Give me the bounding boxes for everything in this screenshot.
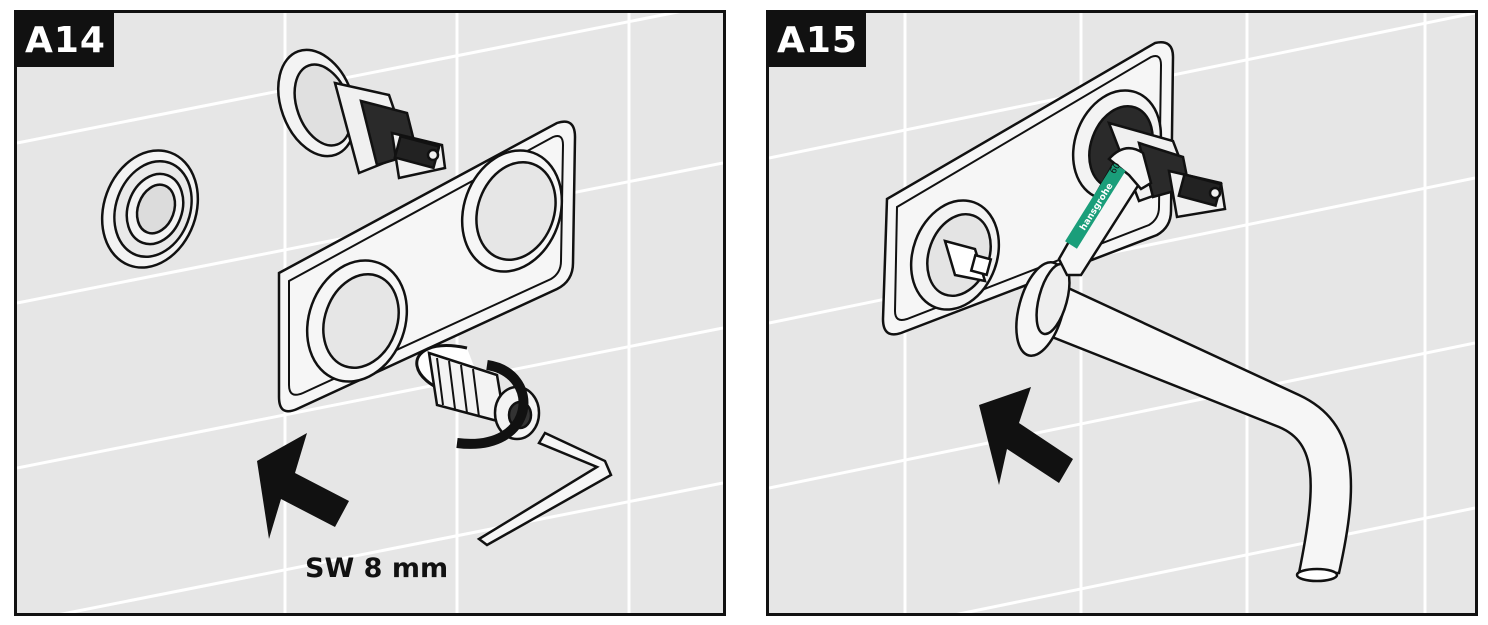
hex-key: [476, 431, 613, 547]
a14-illustration: [17, 13, 723, 613]
cover-plate: [277, 120, 577, 413]
direction-arrow: [257, 433, 349, 539]
panel-a15: hansgrohe 60 A15: [766, 10, 1478, 616]
valve-cartridge: [1106, 121, 1227, 219]
valve-cartridge: [277, 48, 447, 180]
step-label: A15: [769, 13, 866, 67]
direction-arrow: [979, 387, 1073, 485]
panel-a14: A14 SW 8 mm: [14, 10, 726, 616]
step-label: A14: [17, 13, 114, 67]
spout: [1015, 261, 1353, 583]
tool-size-label: SW 8 mm: [305, 553, 449, 584]
threaded-adapter: [415, 344, 541, 449]
rosette-ring: [100, 149, 200, 269]
a15-illustration: hansgrohe 60: [769, 13, 1475, 613]
